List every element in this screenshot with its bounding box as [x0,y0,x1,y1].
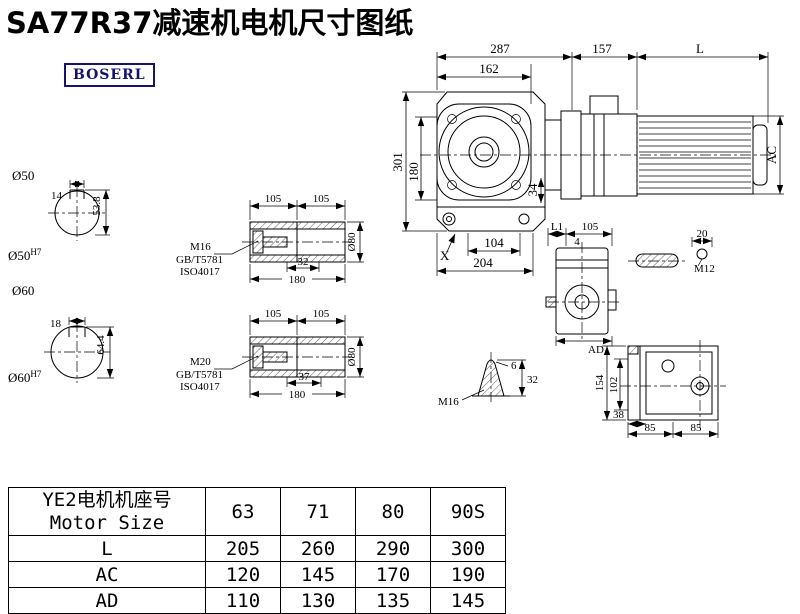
dim-102: 102 [608,377,620,394]
row-label-AC: AC [8,561,206,588]
table-header-en: Motor Size [49,511,165,534]
main-assembly-view: 287 162 157 L 301 180 AC 34 104 204 X [390,41,784,276]
bushing60-dim-37: 37 [299,371,311,383]
value-L-63: 205 [205,535,281,562]
table-header-row: YE2电机机座号 Motor Size 63 71 80 90S [8,487,506,536]
dim-287: 287 [490,41,510,56]
bushing50-dim-180: 180 [289,274,306,286]
shaft50-key-width-dim: 14 [51,190,63,202]
frame-size-col-2: 71 [280,487,356,536]
bushing60-std-gb: GB/T5781 [176,369,223,381]
table-row-AC: AC 120 145 170 190 [8,561,506,588]
bushing50-section-view: 105 105 M16 GB/T5781 ISO4017 32 180 Ø80 [176,193,364,286]
shaft50-tol-base: Ø50 [8,248,30,263]
brand-logo: BOSERL [64,63,155,87]
output-side-view: L1 105 4 AD [545,221,622,356]
shaft60-tol-base: Ø60 [8,370,30,385]
shaft60-tol-sup: H7 [30,369,41,379]
value-L-90S: 300 [430,535,506,562]
dim-L1: L1 [551,221,563,233]
value-L-71: 260 [280,535,356,562]
key-detail: 20 M12 [628,228,715,275]
table-header-cn: YE2电机机座号 [42,488,172,511]
bushing60-section-view: 105 105 M20 GB/T5781 ISO4017 37 180 Ø80 [176,308,364,401]
value-AD-71: 130 [280,587,356,614]
dim-34: 34 [525,183,540,197]
bushing50-dim-d80: Ø80 [346,232,358,251]
shaft50-tol-label: Ø50H7 [8,247,42,263]
technical-drawing: 287 162 157 L 301 180 AC 34 104 204 X Ø5… [8,41,784,438]
motor-fins [639,121,751,189]
page-title: SA77R37减速机电机尺寸图纸 [6,6,414,40]
value-AD-90S: 145 [430,587,506,614]
plug-detail: 6 32 M16 [438,352,538,408]
shaft60-dia-label: Ø60 [12,283,34,298]
bushing50-dim-105a: 105 [265,193,282,205]
bushing50-dim-32: 32 [298,256,309,268]
shaft60-key-width-dim: 18 [50,318,62,330]
label-X: X [440,248,450,263]
shaft50-end-view: Ø50 14 53.8 Ø50H7 [8,168,110,263]
value-AC-90S: 190 [430,561,506,588]
thread-M16-plug: M16 [438,396,459,408]
dim-20: 20 [697,228,709,240]
value-AC-71: 145 [280,561,356,588]
row-label-L: L [8,535,206,562]
dim-154: 154 [594,374,606,391]
brand-logo-text: BOSERL [73,67,146,83]
bushing50-std-gb: GB/T5781 [176,254,223,266]
shaft60-key-height-dim: 64.4 [95,335,107,355]
dim-301: 301 [390,152,405,172]
value-AC-63: 120 [205,561,281,588]
value-L-80: 290 [355,535,431,562]
bushing60-dim-105b: 105 [313,308,330,320]
shaft60-tol-label: Ø60H7 [8,369,42,385]
bushing60-thread-label: M20 [190,356,211,368]
dim-38: 38 [613,409,625,421]
mounting-face-view: 154 102 38 85 85 [594,340,726,438]
bushing60-dim-105a: 105 [265,308,282,320]
shaft60-end-view: Ø60 18 64.4 Ø60H7 [8,283,114,385]
dim-4: 4 [574,236,580,248]
dim-AC: AC [764,146,779,164]
value-AD-63: 110 [205,587,281,614]
table-row-L: L 205 260 290 300 [8,535,506,562]
bushing60-dim-d80: Ø80 [346,347,358,366]
frame-size-col-3: 80 [355,487,431,536]
table-row-AD: AD 110 130 135 145 [8,587,506,614]
motor-size-table: YE2电机机座号 Motor Size 63 71 80 90S L 205 2… [8,487,506,614]
dim-157: 157 [592,41,612,56]
dim-162: 162 [479,61,499,76]
dim-104: 104 [484,235,504,250]
dim-6: 6 [511,360,517,372]
shaft50-dia-label: Ø50 [12,168,34,183]
dim-AD: AD [588,344,604,356]
bushing50-dim-105b: 105 [313,193,330,205]
dim-85-left: 85 [645,422,657,434]
shaft50-key-height-dim: 53.8 [91,196,103,216]
dim-32-plug: 32 [527,374,538,386]
table-header-motor-size: YE2电机机座号 Motor Size [8,487,206,536]
dim-204: 204 [473,255,493,270]
thread-M12: M12 [694,263,715,275]
bushing50-thread-label: M16 [190,241,211,253]
dim-motor-L: L [696,41,704,56]
frame-size-col-4: 90S [430,487,506,536]
dim-105-side: 105 [582,221,599,233]
bushing60-std-iso: ISO4017 [180,381,220,393]
dim-85-right: 85 [691,422,703,434]
bushing50-std-iso: ISO4017 [180,266,220,278]
value-AC-80: 170 [355,561,431,588]
bushing60-dim-180: 180 [289,389,306,401]
dim-180: 180 [406,162,421,182]
row-label-AD: AD [8,587,206,614]
shaft50-tol-sup: H7 [30,247,41,257]
value-AD-80: 135 [355,587,431,614]
frame-size-col-1: 63 [205,487,281,536]
